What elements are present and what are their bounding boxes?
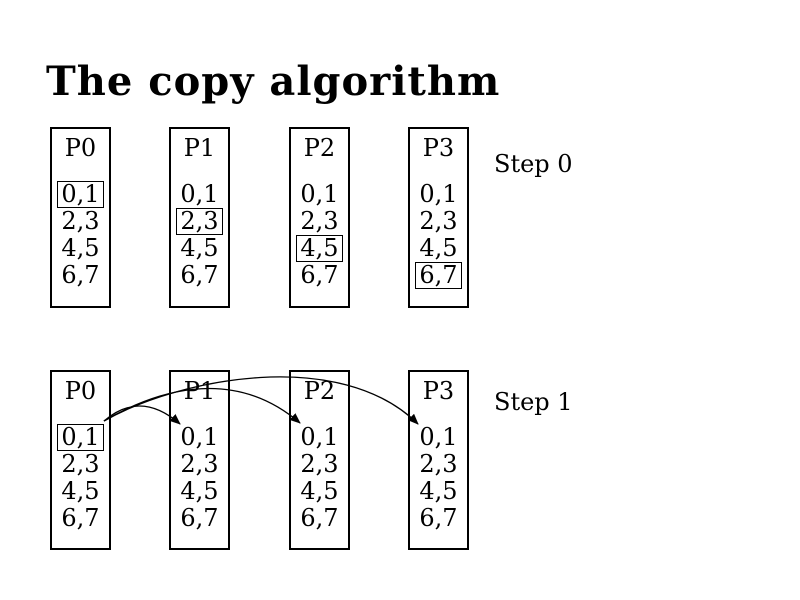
cell-list: 0,1 2,3 4,5 6,7 (52, 424, 109, 532)
process-label: P2 (303, 377, 336, 405)
data-cell: 0,1 (419, 180, 458, 208)
data-cell: 2,3 (300, 450, 339, 478)
process-box-step1-p2: P2 0,1 2,3 4,5 6,7 (289, 370, 350, 550)
data-cell: 4,5 (61, 477, 100, 505)
cell-list: 0,1 2,3 4,5 6,7 (52, 181, 109, 289)
process-label: P0 (64, 134, 97, 162)
step-0-label: Step 0 (494, 150, 573, 178)
data-cell: 2,3 (176, 208, 223, 235)
process-label: P2 (303, 134, 336, 162)
cell-list: 0,1 2,3 4,5 6,7 (291, 424, 348, 532)
data-cell: 4,5 (180, 477, 219, 505)
data-cell: 2,3 (61, 450, 100, 478)
process-label: P3 (422, 134, 455, 162)
data-cell: 6,7 (419, 504, 458, 532)
data-cell: 0,1 (57, 181, 104, 208)
data-cell: 6,7 (61, 504, 100, 532)
data-cell: 2,3 (419, 450, 458, 478)
data-cell: 2,3 (419, 207, 458, 235)
data-cell: 0,1 (180, 180, 219, 208)
copy-arrow-p0-to-p3 (103, 376, 419, 425)
process-box-step0-p1: P1 0,1 2,3 4,5 6,7 (169, 127, 230, 308)
data-cell: 4,5 (419, 477, 458, 505)
data-cell: 4,5 (300, 477, 339, 505)
data-cell: 0,1 (180, 423, 219, 451)
data-cell: 6,7 (180, 504, 219, 532)
cell-list: 0,1 2,3 4,5 6,7 (410, 181, 467, 289)
data-cell: 4,5 (296, 235, 343, 262)
cell-list: 0,1 2,3 4,5 6,7 (410, 424, 467, 532)
process-label: P3 (422, 377, 455, 405)
process-label: P1 (183, 377, 216, 405)
data-cell: 0,1 (300, 180, 339, 208)
data-cell: 2,3 (180, 450, 219, 478)
data-cell: 4,5 (419, 234, 458, 262)
cell-list: 0,1 2,3 4,5 6,7 (171, 181, 228, 289)
process-box-step1-p0: P0 0,1 2,3 4,5 6,7 (50, 370, 111, 550)
process-box-step0-p0: P0 0,1 2,3 4,5 6,7 (50, 127, 111, 308)
data-cell: 6,7 (300, 504, 339, 532)
data-cell: 6,7 (61, 261, 100, 289)
cell-list: 0,1 2,3 4,5 6,7 (291, 181, 348, 289)
data-cell: 2,3 (300, 207, 339, 235)
data-cell: 0,1 (57, 424, 104, 451)
data-cell: 6,7 (180, 261, 219, 289)
data-cell: 2,3 (61, 207, 100, 235)
data-cell: 0,1 (419, 423, 458, 451)
process-box-step0-p3: P3 0,1 2,3 4,5 6,7 (408, 127, 469, 308)
process-box-step0-p2: P2 0,1 2,3 4,5 6,7 (289, 127, 350, 308)
process-box-step1-p1: P1 0,1 2,3 4,5 6,7 (169, 370, 230, 550)
data-cell: 6,7 (415, 262, 462, 289)
process-label: P0 (64, 377, 97, 405)
data-cell: 6,7 (300, 261, 339, 289)
process-label: P1 (183, 134, 216, 162)
process-box-step1-p3: P3 0,1 2,3 4,5 6,7 (408, 370, 469, 550)
data-cell: 4,5 (180, 234, 219, 262)
step-1-label: Step 1 (494, 388, 573, 416)
data-cell: 0,1 (300, 423, 339, 451)
page-title: The copy algorithm (46, 58, 501, 105)
cell-list: 0,1 2,3 4,5 6,7 (171, 424, 228, 532)
data-cell: 4,5 (61, 234, 100, 262)
